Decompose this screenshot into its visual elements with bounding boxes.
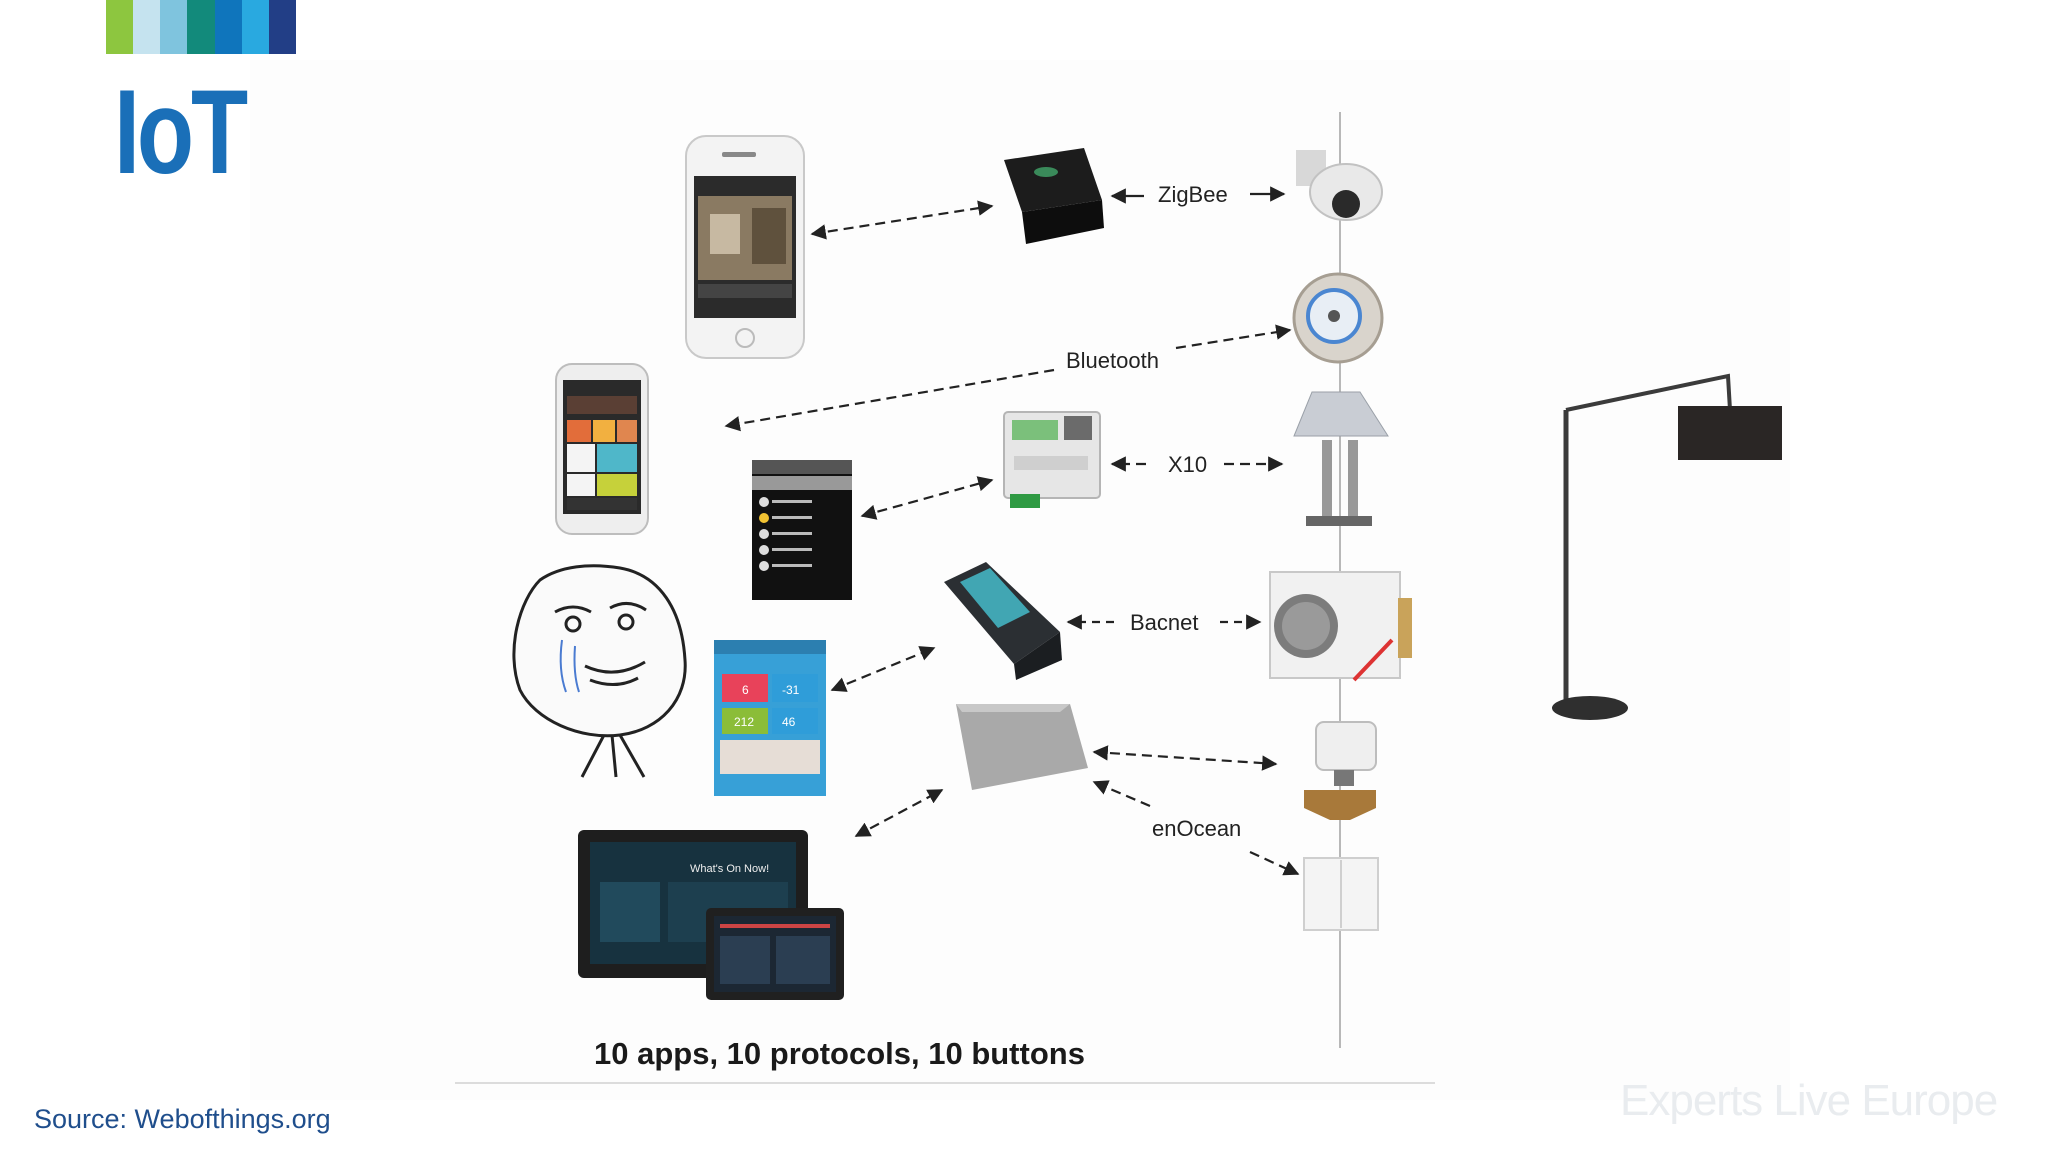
- caption-divider: [455, 1082, 1435, 1084]
- watermark-logo: Experts Live Europe: [1620, 1076, 1998, 1125]
- touchscreen-panel-icon: What's On Now!: [578, 830, 844, 1000]
- slide-title: IoT: [114, 65, 248, 199]
- android-phone-icon: [555, 363, 649, 535]
- floor-lamp-icon: [1552, 373, 1782, 720]
- list-app-phone-icon: [752, 460, 852, 600]
- stripe-segment: [241, 0, 269, 54]
- enocean-gateway-icon: [956, 704, 1088, 790]
- forever-alone-face-icon: [512, 564, 687, 778]
- tablet-heading: What's On Now!: [690, 863, 769, 875]
- zigbee-gateway-icon: [1004, 148, 1104, 244]
- dashboard-app-icon: 6 -31 212 46: [714, 640, 826, 796]
- dashboard-value-label: 46: [782, 715, 796, 729]
- x10-controller-icon: [1003, 411, 1101, 508]
- dashboard-value-label: 6: [742, 683, 749, 697]
- protocol-label-bluetooth: Bluetooth: [1066, 348, 1159, 373]
- diagram-caption: 10 apps, 10 protocols, 10 buttons: [594, 1036, 1085, 1071]
- dashboard-value-label: -31: [782, 683, 800, 697]
- bacnet-gateway-icon: [944, 562, 1062, 680]
- dashboard-value-label: 212: [734, 715, 754, 729]
- stripe-segment: [133, 0, 161, 54]
- table-lamp-icon: [1293, 391, 1389, 526]
- protocol-label-bacnet: Bacnet: [1130, 610, 1199, 635]
- water-valve-icon: [1304, 721, 1377, 820]
- stripe-segment: [268, 0, 296, 54]
- stripe-segment: [214, 0, 242, 54]
- protocol-label-x10: X10: [1168, 452, 1207, 477]
- connection-arrows: [724, 186, 1300, 876]
- security-camera-icon: [1296, 150, 1383, 221]
- brand-stripe-logo: [106, 0, 296, 54]
- protocol-label-zigbee: ZigBee: [1158, 182, 1228, 207]
- air-conditioner-icon: [1269, 571, 1412, 682]
- stripe-segment: [187, 0, 215, 54]
- stripe-segment: [106, 0, 134, 54]
- smart-lock-icon: [1292, 272, 1384, 364]
- iphone-icon: [685, 135, 805, 359]
- protocol-label-enocean: enOcean: [1152, 816, 1241, 841]
- light-switch-icon: [1303, 857, 1379, 931]
- source-citation: Source: Webofthings.org: [34, 1104, 331, 1134]
- stripe-segment: [160, 0, 188, 54]
- diagram-background: [250, 60, 1790, 1100]
